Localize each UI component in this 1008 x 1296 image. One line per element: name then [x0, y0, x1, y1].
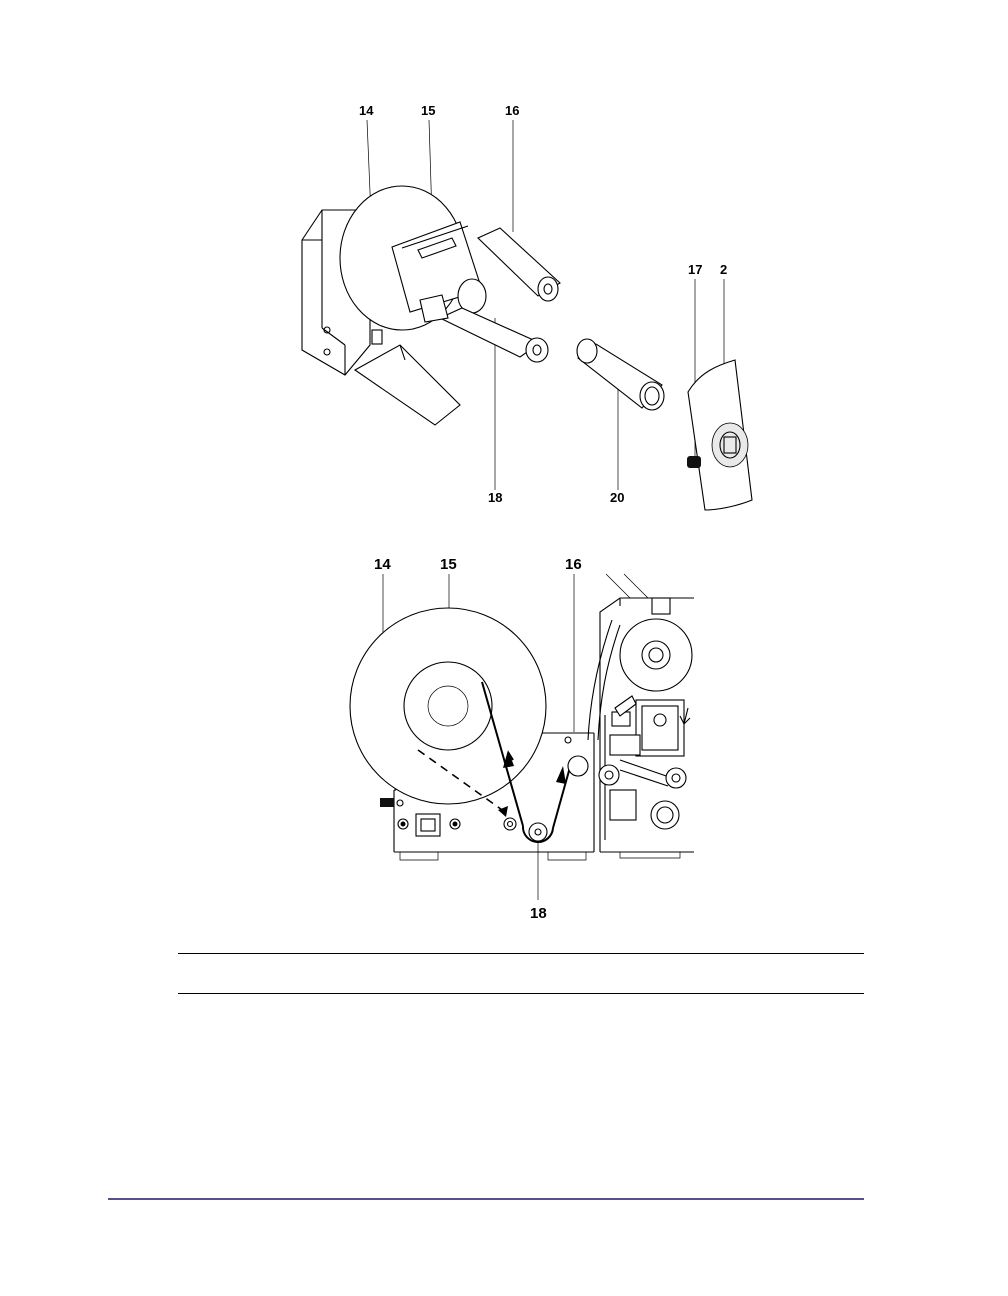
separator-rule-top — [178, 953, 864, 954]
rewind-hub — [404, 662, 492, 750]
mount-bracket — [380, 798, 394, 807]
separator-rule-bottom — [178, 993, 864, 994]
printer-mechanism — [588, 574, 694, 858]
callout-16: 16 — [565, 556, 582, 573]
callout-18: 18 — [530, 905, 547, 922]
callout-14: 14 — [374, 556, 391, 573]
callout-15: 15 — [440, 556, 457, 573]
guide-roller-18 — [529, 823, 547, 841]
guide-roller-16 — [568, 756, 588, 776]
footer-rule — [108, 1198, 864, 1200]
figure-material-path-side-view: 14 15 16 18 — [0, 0, 1008, 940]
